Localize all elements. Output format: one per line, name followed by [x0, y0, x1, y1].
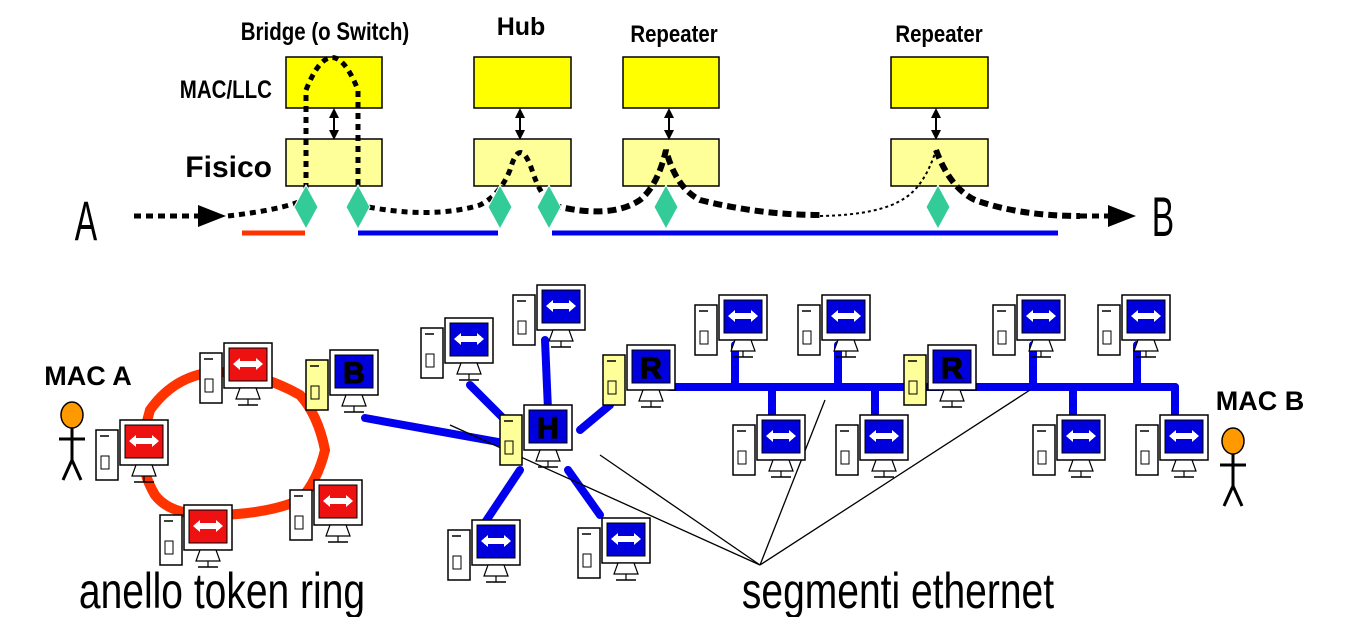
workstation-icon — [159, 504, 233, 568]
port-diamond-icon — [293, 183, 319, 231]
workstation-icon — [199, 342, 273, 406]
double-arrow-icon — [831, 310, 861, 322]
repeater-device: R — [903, 344, 977, 408]
bridge-title: Bridge (o Switch) — [241, 17, 410, 45]
workstation-icon — [1135, 414, 1209, 478]
double-arrow-icon — [869, 430, 899, 442]
workstation-icon — [512, 284, 586, 348]
repeater1-title: Repeater — [630, 20, 718, 47]
workstation-icon — [420, 317, 494, 381]
workstation-icon — [732, 414, 806, 478]
workstation-icon — [95, 419, 169, 483]
frame-path — [134, 55, 1136, 227]
workstation-icon — [797, 294, 871, 358]
double-arrow-icon — [193, 520, 223, 532]
endpoint-b-label: B — [1152, 185, 1174, 248]
ring-caption: anello token ring — [79, 562, 365, 617]
double-arrow-icon — [1169, 430, 1199, 442]
layer-label-mac-llc: MAC/LLC — [180, 75, 272, 103]
double-arrow-icon — [129, 435, 159, 447]
repeater1-stack — [622, 56, 720, 187]
port-diamond-icons — [293, 183, 951, 231]
workstation-icon — [835, 414, 909, 478]
double-arrow-icon — [329, 108, 339, 140]
mac-b-label: MAC B — [1216, 386, 1305, 416]
repeater-letter: R — [640, 352, 662, 385]
double-arrow-icon — [454, 333, 484, 345]
double-arrow-icon — [1026, 310, 1056, 322]
workstation-icon — [289, 479, 363, 543]
ethernet-caption: segmenti ethernet — [742, 562, 1055, 617]
layer-label-fisico: Fisico — [185, 151, 272, 184]
double-arrow-icon — [323, 495, 353, 507]
caption-pointer-lines — [449, 389, 1031, 566]
repeater1-mac-box — [622, 56, 720, 109]
hub-stack — [473, 56, 572, 187]
port-diamond-icon — [536, 183, 562, 231]
workstation-icon — [1032, 414, 1106, 478]
double-arrow-icon — [1066, 430, 1096, 442]
double-arrow-icon — [931, 108, 941, 140]
repeater2-mac-box — [890, 56, 989, 109]
repeater-device: R — [602, 344, 676, 408]
bridge-mac-box — [285, 56, 383, 109]
bridge-letter: B — [343, 357, 365, 390]
port-diamond-icon — [345, 183, 371, 231]
repeater2-phys-box — [890, 138, 989, 187]
double-arrow-icon — [766, 430, 796, 442]
workstation-icon — [694, 294, 768, 358]
workstation-icon — [447, 519, 521, 583]
double-arrow-icon — [728, 310, 758, 322]
mac-a-label: MAC A — [44, 361, 132, 391]
double-arrow-icon — [233, 358, 263, 370]
port-diamond-icon — [925, 183, 951, 231]
hub-title: Hub — [497, 13, 546, 41]
workstation-icon — [992, 294, 1066, 358]
double-arrow-icon — [611, 533, 641, 545]
repeater2-stack — [890, 56, 989, 187]
bridge-stack — [285, 56, 383, 187]
hub-mac-box — [473, 56, 572, 109]
bridge-device: B — [305, 349, 379, 413]
workstation-icon — [1097, 294, 1171, 358]
workstation-icon — [577, 517, 651, 581]
double-arrow-icon — [1131, 310, 1161, 322]
workstations: B H R R — [95, 284, 1209, 583]
hub-device: H — [499, 404, 573, 468]
bridge-phys-box — [285, 138, 383, 187]
person-icon — [59, 401, 85, 481]
hub-letter: H — [537, 412, 559, 445]
double-arrow-icon — [546, 300, 576, 312]
endpoint-a-label: A — [75, 189, 98, 252]
double-arrow-icon — [664, 108, 674, 140]
double-arrow-icon — [515, 108, 525, 140]
port-diamond-icon — [653, 183, 679, 231]
layer-double-arrow-icons — [329, 108, 941, 140]
double-arrow-icon — [481, 535, 511, 547]
person-icon — [1220, 427, 1246, 507]
repeater-letter: R — [941, 352, 963, 385]
port-diamond-icon — [487, 183, 513, 231]
repeater2-title: Repeater — [895, 20, 983, 47]
hub-phys-box — [473, 138, 572, 187]
